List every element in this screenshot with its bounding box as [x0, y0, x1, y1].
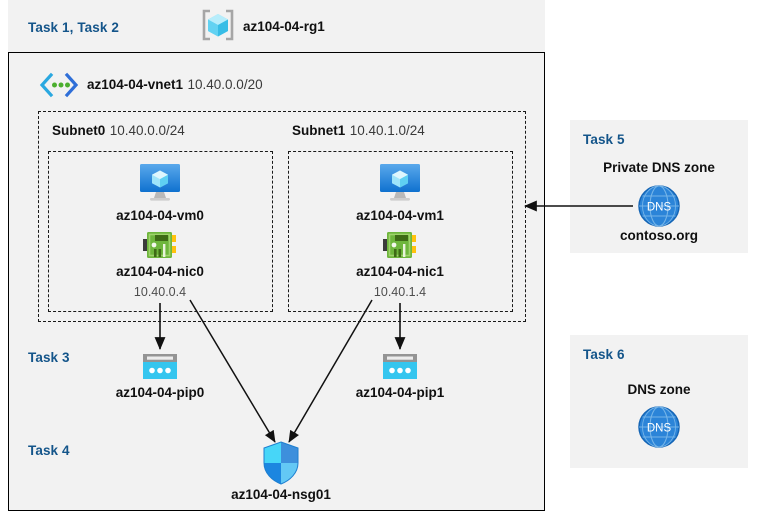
vnet-name: az104-04-vnet1 [87, 77, 184, 92]
dns-zone-heading: DNS zone [627, 382, 691, 397]
pip0-name: az104-04-pip0 [115, 385, 205, 400]
network-security-group-shield-icon [262, 441, 300, 485]
nic1-name: az104-04-nic1 [356, 264, 444, 279]
nsg-name: az104-04-nsg01 [231, 487, 331, 502]
vnet-address-space: 10.40.0.0/20 [187, 77, 263, 92]
public-ip-address-icon-pip0 [141, 352, 179, 382]
task-label-1-2: Task 1, Task 2 [28, 20, 119, 35]
subnet0-label: Subnet0 [52, 123, 106, 138]
virtual-network-icon [38, 72, 80, 98]
pip1-name: az104-04-pip1 [355, 385, 445, 400]
public-ip-address-icon-pip1 [381, 352, 419, 382]
private-dns-zone-heading: Private DNS zone [603, 160, 715, 175]
virtual-machine-icon-vm1 [378, 162, 422, 202]
subnet1-header: Subnet1 10.40.1.0/24 [292, 122, 425, 140]
task-label-4: Task 4 [28, 443, 70, 458]
nic0-name: az104-04-nic0 [116, 264, 204, 279]
svg-text:DNS: DNS [647, 202, 672, 214]
nic0-ip: 10.40.0.4 [133, 285, 187, 299]
vm1-name: az104-04-vm1 [356, 208, 444, 223]
private-dns-zone-name: contoso.org [620, 228, 698, 243]
dns-globe-icon-private: DNS [637, 184, 681, 228]
task-label-3: Task 3 [28, 350, 70, 365]
resource-group-header-band [8, 0, 545, 52]
task-label-6: Task 6 [583, 347, 625, 362]
resource-group-cube-icon [201, 8, 235, 42]
dns-globe-icon-public: DNS [637, 405, 681, 449]
vnet-title: az104-04-vnet1 10.40.0.0/20 [87, 76, 263, 94]
subnet1-label: Subnet1 [292, 123, 346, 138]
network-interface-icon-nic0 [143, 230, 177, 260]
svg-text:DNS: DNS [647, 423, 672, 435]
task-label-5: Task 5 [583, 132, 625, 147]
subnet0-cidr: 10.40.0.0/24 [109, 123, 185, 138]
nic1-ip: 10.40.1.4 [373, 285, 427, 299]
resource-group-name: az104-04-rg1 [243, 19, 325, 34]
subnet0-header: Subnet0 10.40.0.0/24 [52, 122, 185, 140]
subnet1-cidr: 10.40.1.0/24 [349, 123, 425, 138]
virtual-machine-icon-vm0 [138, 162, 182, 202]
network-interface-icon-nic1 [383, 230, 417, 260]
task3-box [18, 337, 535, 405]
vm0-name: az104-04-vm0 [116, 208, 204, 223]
